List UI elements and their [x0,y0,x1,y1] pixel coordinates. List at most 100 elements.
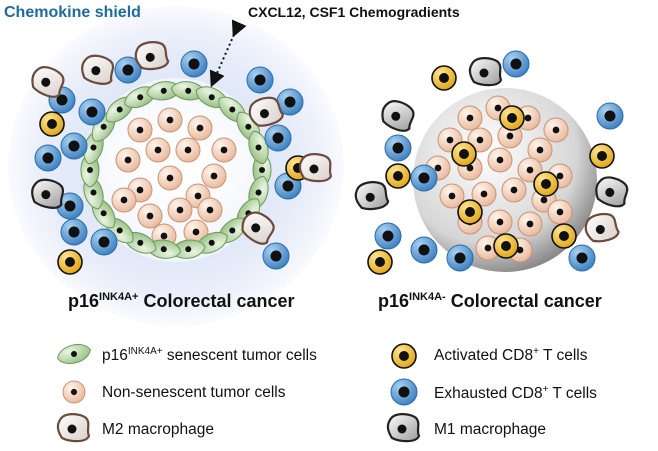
chemogradient-arrow [209,19,247,88]
exhausted-t-cell [246,66,274,94]
exhausted-t-cell [410,164,438,192]
left-tumor-cell [187,115,213,141]
m2-macrophage [134,41,170,71]
left-title-base: p16 [68,291,100,311]
legend-activated: Activated CD8+ T cells [434,346,587,365]
left-tumor-cell [197,197,223,223]
activated-t-cell [385,163,411,189]
legend-exhausted-rest: T cells [548,385,597,402]
legend-senescent: p16INK4A+ senescent tumor cells [102,346,317,365]
legend-activated-sup: + [533,346,539,357]
legend-exhausted-base: Exhausted CD8 [434,385,543,402]
exhausted-t-cell [568,244,596,272]
legend-m2: M2 macrophage [102,421,215,438]
exhausted-t-cell [446,244,474,272]
m1-macrophage [595,176,629,208]
m2-macrophage [298,153,333,183]
exhausted-t-cell [502,50,530,78]
m2-macrophage [248,96,284,127]
activated-t-cell [499,105,525,131]
left-tumor-cell [175,137,201,163]
exhausted-t-cell [78,98,106,126]
m2-macrophage [31,66,65,98]
left-tumor-cell [115,147,141,173]
legend-m1: M1 macrophage [434,421,547,438]
left-tumor-cell [157,107,183,133]
right-tumor-cell [467,127,493,153]
legend-m1-glyph [386,413,421,443]
right-tumor-cell [501,177,527,203]
left-tumor-cell [145,137,171,163]
m1-macrophage [468,57,503,87]
legend-tumor-glyph [62,380,86,404]
chemogradients-label: CXCL12, CSF1 Chemogradients [248,4,460,20]
exhausted-t-cell [60,132,88,160]
m1-macrophage [30,178,65,209]
right-title: p16INK4A- Colorectal cancer [378,291,602,312]
left-title: p16INK4A+ Colorectal cancer [68,291,295,312]
exhausted-t-cell [410,236,438,264]
activated-t-cell [367,249,393,275]
exhausted-t-cell [34,144,62,172]
left-title-sup: INK4A+ [99,291,139,303]
senescent-cell [248,130,269,165]
exhausted-t-cell [60,218,88,246]
left-tumor-cell [201,163,227,189]
exhausted-t-cell [384,134,412,162]
left-tumor-cell [137,203,163,229]
exhausted-t-cell [596,102,624,130]
activated-t-cell [431,65,457,91]
m1-macrophage [381,100,415,132]
senescent-cell [170,239,206,259]
activated-t-cell [589,143,615,169]
chemokine-shield-label: Chemokine shield [4,4,141,21]
right-tumor-cell [527,137,553,163]
legend-exhausted-sup: + [542,384,549,395]
right-title-base: p16 [378,291,410,311]
legend-senescent-base: p16 [102,347,128,364]
legend-exhausted-glyph [390,378,418,406]
left-tumor-cell [157,165,183,191]
legend-activated-rest: T cells [538,347,588,364]
m1-macrophage [354,181,390,211]
m2-macrophage [241,211,275,245]
right-tumor-cell [517,211,543,237]
right-title-rest: Colorectal cancer [445,291,602,311]
exhausted-t-cell [114,56,142,84]
right-tumor-cell [547,199,573,225]
activated-t-cell [451,141,477,167]
m2-macrophage [80,54,115,85]
legend-exhausted: Exhausted CD8+ T cells [434,384,597,403]
activated-t-cell [57,249,83,275]
legend-activated-base: Activated CD8 [434,347,534,364]
left-tumor-cell [111,187,137,213]
right-tumor-cell [457,105,483,131]
exhausted-t-cell [374,222,402,250]
legend-senescent-rest: senescent tumor cells [162,347,317,364]
exhausted-t-cell [264,124,292,152]
legend-non-senescent: Non-senescent tumor cells [102,384,286,401]
legend-senescent-sup: INK4A+ [127,346,163,357]
activated-t-cell [493,233,519,259]
right-title-sup: INK4A- [409,291,446,303]
exhausted-t-cell [276,88,304,116]
legend-senescent-glyph [57,343,91,365]
left-tumor-cell [167,197,193,223]
exhausted-t-cell [180,50,208,78]
exhausted-t-cell [90,228,118,256]
left-tumor-cell [127,117,153,143]
legend-m2-glyph [56,413,91,443]
left-title-rest: Colorectal cancer [138,291,295,311]
activated-t-cell [533,171,559,197]
right-tumor-cell [487,147,513,173]
legend-activated-glyph [391,343,417,369]
activated-t-cell [39,111,65,137]
right-tumor-cell [471,181,497,207]
left-tumor-cell [211,137,237,163]
right-tumor-cell [487,209,513,235]
right-tumor-cell [517,157,543,183]
right-tumor-cell [439,183,465,209]
right-tumor-cell [543,117,569,143]
